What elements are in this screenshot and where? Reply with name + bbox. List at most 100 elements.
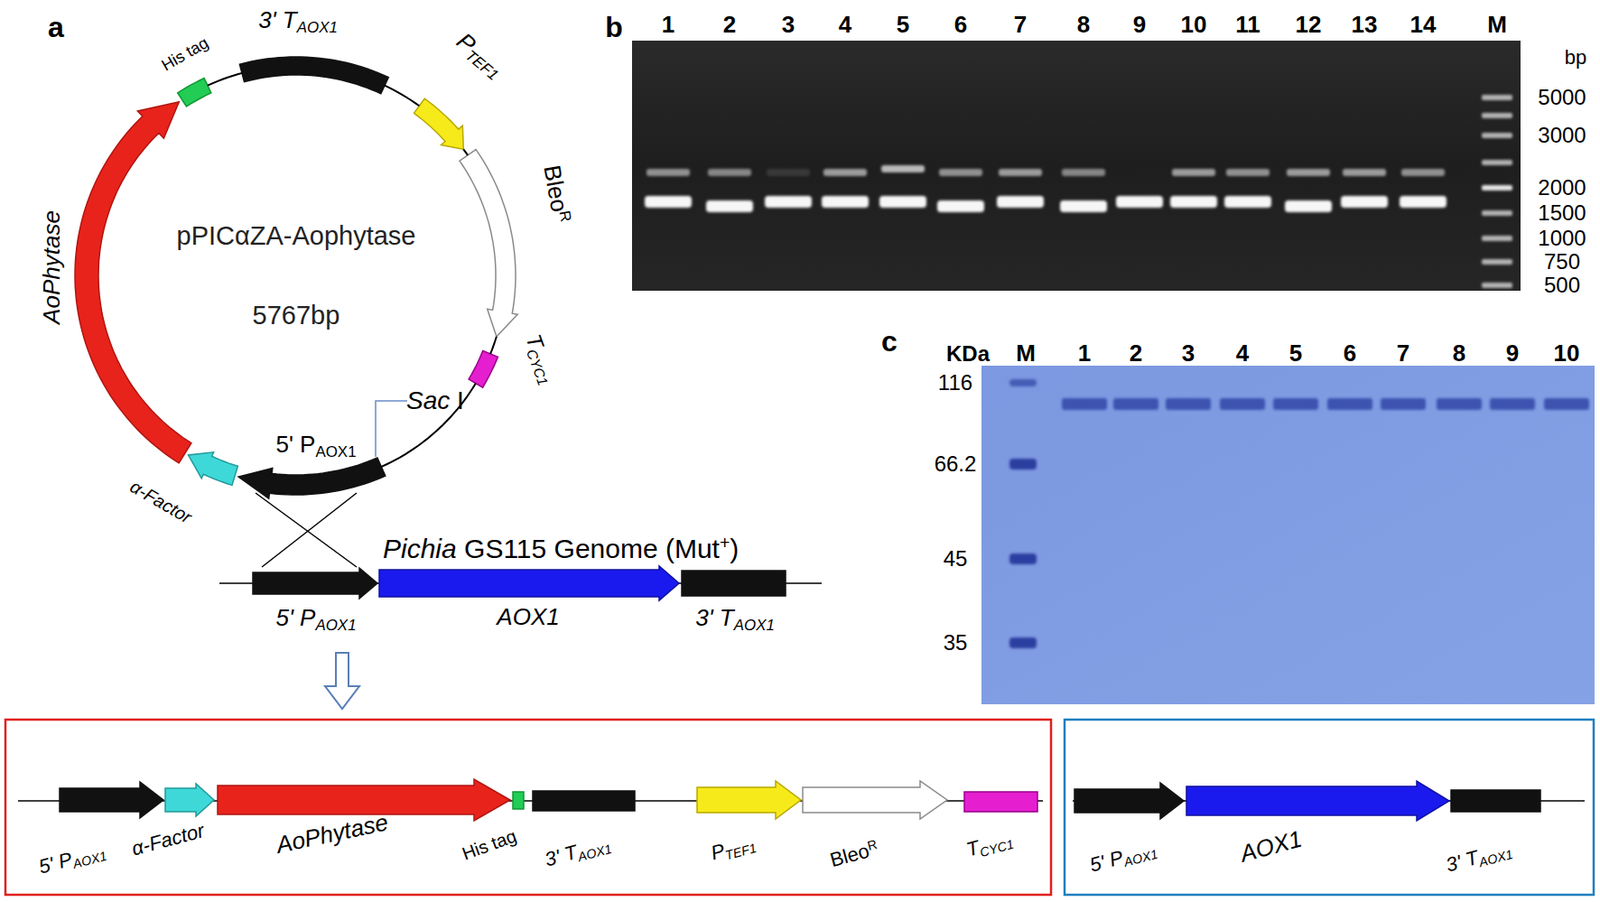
feature-label: α-Factor <box>126 475 196 528</box>
marker-band <box>1481 94 1513 101</box>
plasmid-backbone <box>463 148 468 156</box>
gel-bands <box>644 94 1590 649</box>
feature-label: 3' TAOX1 <box>542 831 614 874</box>
marker-band <box>1481 282 1513 289</box>
lane-number: 3 <box>781 11 795 39</box>
size-label: 5000 <box>1537 84 1586 111</box>
leader-line <box>375 400 408 457</box>
unit-label: bp <box>1564 46 1587 69</box>
size-label: 1500 <box>1537 200 1586 226</box>
crossover-line <box>255 493 357 568</box>
size-label: 3000 <box>1537 122 1586 149</box>
lane-number: 6 <box>1343 340 1357 368</box>
plasmid-backbone <box>384 85 419 107</box>
dna-band <box>881 165 925 173</box>
promoter-arrow <box>252 567 378 599</box>
marker-band <box>1009 553 1037 565</box>
dna-band <box>996 195 1044 208</box>
feature-label: PTEF1 <box>449 27 510 84</box>
panel-letter: a <box>47 10 65 45</box>
gene-arrow <box>379 566 680 601</box>
protein-band <box>1489 398 1535 410</box>
aox1-frame <box>1064 719 1594 895</box>
lane-number: 10 <box>1181 11 1208 39</box>
lane-number: 9 <box>1133 11 1146 39</box>
crossover-line <box>261 493 357 568</box>
dna-band <box>937 200 985 213</box>
dna-band <box>1286 168 1331 177</box>
promoter-arrow <box>414 98 465 149</box>
lane-number: M <box>1015 340 1036 368</box>
lane-number: 4 <box>1236 340 1249 368</box>
lane-number: 9 <box>1506 340 1519 368</box>
dna-band <box>1170 195 1218 208</box>
marker-band <box>1481 210 1513 216</box>
dna-band <box>1224 195 1272 208</box>
dna-band <box>1340 195 1388 208</box>
terminator-box <box>468 351 498 389</box>
size-label: 45 <box>943 546 968 572</box>
feature-label: His tag <box>158 33 213 75</box>
agarose-gel <box>632 40 1521 291</box>
tag-box <box>177 78 212 107</box>
lane-number: 2 <box>723 11 736 39</box>
lane-number: 7 <box>1396 340 1410 368</box>
lane-number: 13 <box>1351 11 1378 39</box>
dna-band <box>1342 168 1387 177</box>
size-label: 1000 <box>1537 225 1586 252</box>
plasmid-name: pPICαZA-Aophytase <box>176 221 417 252</box>
protein-band <box>1113 398 1159 410</box>
terminator-box <box>239 56 389 94</box>
marker-arrow <box>459 149 518 337</box>
marker-band <box>1481 259 1513 265</box>
lane-number: 8 <box>1452 340 1466 368</box>
dna-band <box>1284 200 1332 213</box>
protein-band <box>1380 398 1426 410</box>
feature-label: AOX1 <box>1237 826 1306 869</box>
lane-number: 1 <box>661 11 675 39</box>
dna-band <box>644 195 692 208</box>
unit-label: KDa <box>946 341 990 367</box>
protein-band <box>1436 398 1482 410</box>
size-label: 750 <box>1544 249 1581 275</box>
marker-band <box>1481 185 1513 191</box>
lane-number: 6 <box>954 11 968 39</box>
promoter-arrow <box>59 781 164 819</box>
feature-label: AOX1 <box>496 604 559 632</box>
terminator-box <box>1451 790 1541 812</box>
protein-band <box>1544 398 1590 410</box>
protein-band <box>1273 398 1319 410</box>
dna-band <box>764 195 812 208</box>
dna-band <box>879 195 927 208</box>
dna-band <box>998 168 1042 177</box>
marker-band <box>1009 458 1037 470</box>
marker-band <box>1009 379 1037 387</box>
dna-band <box>1172 168 1216 177</box>
hollow-arrow <box>325 652 360 709</box>
linear-features <box>59 566 1541 821</box>
dna-band <box>766 168 810 177</box>
lane-number: 12 <box>1295 11 1322 39</box>
dna-band <box>1226 168 1270 177</box>
protein-band <box>1327 398 1373 410</box>
plasmid-circle: pPICαZA-Aophytase5767bp <box>86 65 506 485</box>
site-label: Sac I <box>406 386 465 416</box>
feature-label: PTEF1 <box>707 830 758 866</box>
protein-band <box>1219 398 1266 410</box>
dna-band <box>1060 200 1107 213</box>
lane-number: 7 <box>1013 11 1027 39</box>
feature-label: 3' TAOX1 <box>695 604 775 634</box>
dna-band <box>707 168 752 177</box>
plasmid-backbone <box>86 65 506 485</box>
size-label: 2000 <box>1537 175 1586 201</box>
size-label: 500 <box>1544 272 1581 298</box>
marker-arrow <box>802 781 948 819</box>
plasmid-backbone <box>490 336 497 354</box>
plasmid-backbone <box>207 73 242 86</box>
size-label: 35 <box>943 630 968 656</box>
dna-band <box>706 200 754 213</box>
feature-label: AoPhytase <box>38 210 66 325</box>
terminator-box <box>681 570 786 596</box>
feature-label: TCYC1 <box>964 827 1016 864</box>
